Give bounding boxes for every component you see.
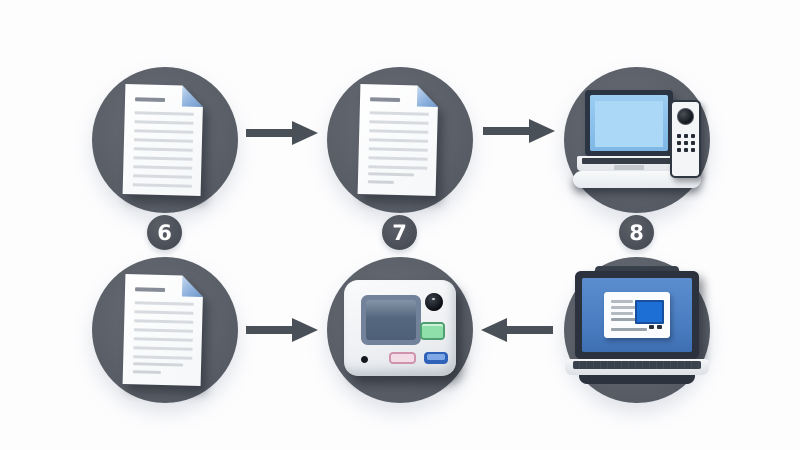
window-small-icon [649, 325, 654, 329]
window-text-line [611, 328, 647, 331]
laptop-screen-window [595, 101, 663, 147]
camera-highlight [432, 298, 435, 300]
laptop-base [579, 375, 695, 384]
keypad-key [690, 134, 695, 138]
keypad-key [676, 134, 681, 138]
document-text-lines [368, 111, 429, 170]
node-circle-top-center [327, 67, 473, 213]
laptop-keyboard-deck [565, 359, 709, 375]
laptop-screen [575, 271, 699, 359]
pink-button-face [391, 354, 414, 362]
blue-button [424, 352, 448, 364]
folded-corner-icon [182, 85, 204, 107]
terminal-screen [361, 295, 421, 345]
laptop-screen [585, 90, 673, 156]
terminal-screen-glass [366, 300, 416, 340]
keypad-key [690, 141, 695, 145]
arrow-left-icon [481, 318, 553, 342]
handset-lens-icon [677, 108, 694, 125]
step-number: 8 [629, 220, 644, 245]
laptop-keyboard-deck [577, 156, 681, 171]
node-circle-top-left [92, 67, 238, 213]
laptop-keyboard [573, 361, 701, 369]
arrow-right-icon [246, 121, 318, 145]
indicator-dot [361, 356, 368, 363]
document-icon [123, 274, 204, 386]
node-circle-bottom-right [564, 257, 710, 403]
laptop-icon [565, 266, 709, 390]
keypad-key [676, 141, 681, 145]
green-button [420, 322, 445, 340]
terminal-device-icon [344, 280, 456, 376]
document-icon [123, 84, 204, 196]
keypad-key [676, 148, 681, 152]
app-window [604, 292, 670, 338]
document-icon [358, 84, 439, 196]
blue-button-face [427, 354, 445, 360]
laptop-touchpad [614, 165, 644, 170]
document-text-line [367, 180, 394, 184]
keypad-key [683, 148, 688, 152]
keypad-key [683, 134, 688, 138]
window-text-line [611, 306, 637, 309]
step-number: 6 [157, 220, 172, 245]
keypad-key [690, 148, 695, 152]
document-title-line [135, 287, 166, 293]
window-text-line [611, 312, 633, 315]
node-circle-bottom-left [92, 257, 238, 403]
window-small-icon [657, 325, 662, 329]
keypad-key [683, 141, 688, 145]
arrow-right-icon [246, 318, 318, 342]
node-circle-bottom-center [327, 257, 473, 403]
document-title-line [370, 97, 401, 103]
laptop-keyboard [582, 158, 676, 164]
step-badge-8: 8 [619, 215, 654, 250]
node-circle-top-right [564, 67, 710, 213]
pink-button [389, 352, 416, 364]
terminal-camera-icon [425, 293, 443, 311]
arrow-right-icon [483, 119, 555, 143]
document-text-lines [132, 111, 194, 192]
window-text-line [611, 300, 633, 303]
folded-corner-icon [182, 275, 204, 297]
device-shelf [573, 171, 701, 188]
window-text-line [611, 318, 639, 321]
folded-corner-icon [417, 85, 439, 107]
document-title-line [135, 97, 166, 103]
window-image-placeholder [635, 300, 664, 324]
handset-keypad [676, 134, 695, 152]
document-text-lines [133, 301, 194, 360]
step-number: 7 [392, 220, 407, 245]
laptop-with-handset-icon [573, 90, 701, 190]
step-badge-6: 6 [147, 215, 182, 250]
step-badge-7: 7 [382, 215, 417, 250]
handset-device-icon [670, 100, 701, 178]
